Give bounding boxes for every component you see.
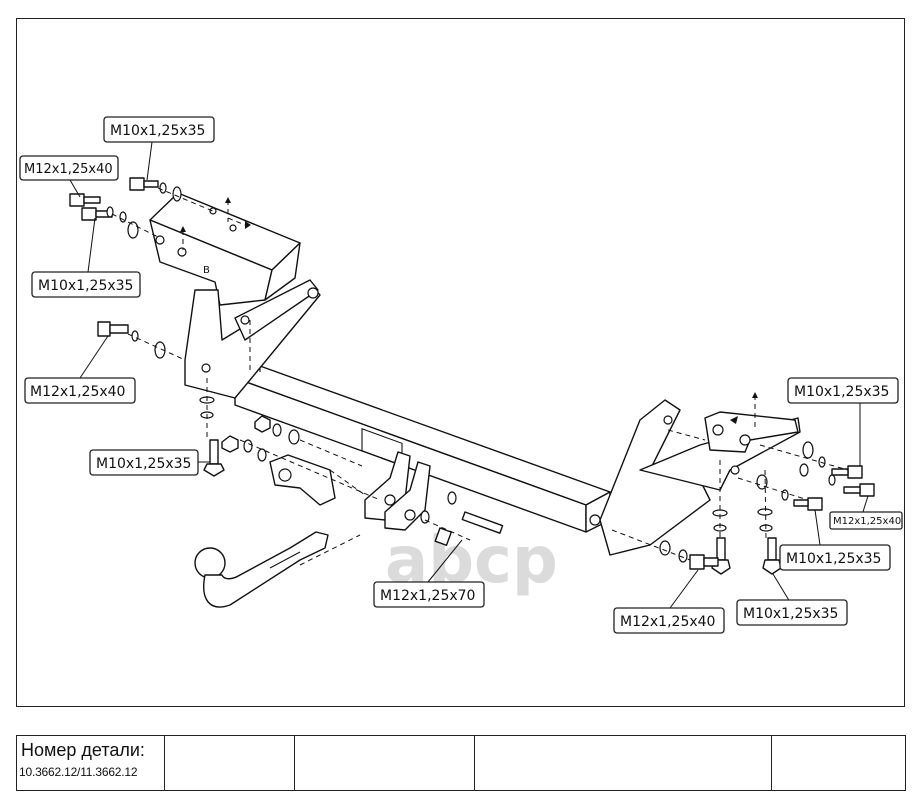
label-bolt-right-mid: M10x1,25x35 [779,544,891,571]
part-number-value: 10.3662.12/11.3662.12 [19,765,138,779]
leader-lines [69,141,869,609]
label-bolt-center: M12x1,25x70 [373,581,485,608]
svg-text:M10x1,25x35: M10x1,25x35 [38,278,133,294]
svg-text:M12x1,25x70: M12x1,25x70 [380,588,475,604]
title-cell-2 [294,735,475,791]
svg-text:M12x1,25x40: M12x1,25x40 [620,614,715,630]
mark-b: B [203,265,210,276]
part-number-label: Номер детали: [21,740,145,760]
svg-text:M10x1,25x35: M10x1,25x35 [110,123,205,139]
bolts [69,177,875,575]
label-bolt-right-small: M12x1,25x40 [829,511,903,530]
svg-text:M12x1,25x40: M12x1,25x40 [24,162,113,177]
svg-text:M12x1,25x40: M12x1,25x40 [833,516,901,527]
label-bolt-top-3: M10x1,25x35 [31,271,141,298]
assembly-drawing: abcp B [19,116,903,634]
label-bolt-bottom-1: M12x1,25x40 [613,607,725,634]
svg-text:M10x1,25x35: M10x1,25x35 [96,456,191,472]
title-cell-4 [771,735,906,791]
svg-text:M10x1,25x35: M10x1,25x35 [743,606,838,622]
svg-text:M10x1,25x35: M10x1,25x35 [786,551,881,567]
drawing-frame [16,18,905,707]
label-bolt-right-top: M10x1,25x35 [787,377,899,404]
part-number-cell: Номер детали: 10.3662.12/11.3662.12 [16,735,165,791]
left-upper-bracket: B [149,192,301,306]
title-cell-3 [474,735,772,791]
label-bolt-left-mid: M12x1,25x40 [24,377,136,404]
title-block: Номер детали: 10.3662.12/11.3662.12 [16,735,906,791]
tow-ball [194,531,329,608]
title-cell-1 [164,735,295,791]
assembly-lines [111,187,849,566]
label-bolt-bottom-2: M10x1,25x35 [736,599,848,626]
callout-labels: M10x1,25x35 M12x1,25x40 M10x1,25x35 M12x… [19,116,903,634]
label-bolt-top-2: M12x1,25x40 [19,155,119,181]
svg-text:M10x1,25x35: M10x1,25x35 [794,384,889,400]
svg-text:M12x1,25x40: M12x1,25x40 [30,384,125,400]
label-bolt-left-low: M10x1,25x35 [89,449,199,476]
socket-bracket [269,454,336,506]
left-side-plate [184,279,321,399]
right-upper-bracket [704,411,799,453]
center-tow-plates [364,451,431,531]
label-bolt-top-1: M10x1,25x35 [103,116,215,143]
